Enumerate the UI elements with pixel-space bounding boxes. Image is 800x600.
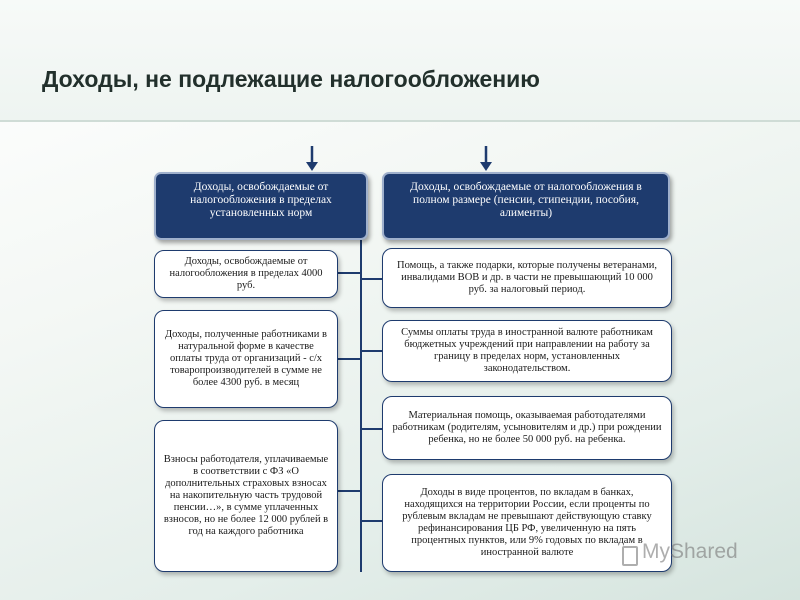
connector-left-3	[338, 490, 360, 492]
right-item-1: Помощь, а также подарки, которые получен…	[382, 248, 672, 308]
left-down-arrow-icon	[306, 146, 318, 171]
right-down-arrow-icon	[480, 146, 492, 171]
watermark: MyShared	[642, 540, 738, 563]
left-header: Доходы, освобождаемые от налогообложения…	[154, 172, 368, 240]
left-item-2: Доходы, полученные работниками в натурал…	[154, 310, 338, 408]
right-item-2: Суммы оплаты труда в иностранной валюте …	[382, 320, 672, 382]
connector-right-3	[362, 428, 382, 430]
watermark-logo-icon	[622, 546, 638, 566]
connector-spine	[360, 240, 362, 572]
connector-right-4	[362, 520, 382, 522]
right-header: Доходы, освобождаемые от налогообложения…	[382, 172, 670, 240]
connector-right-2	[362, 350, 382, 352]
right-item-4: Доходы в виде процентов, по вкладам в ба…	[382, 474, 672, 572]
page-title: Доходы, не подлежащие налогообложению	[42, 66, 540, 92]
connector-left-2	[338, 358, 360, 360]
title-band	[0, 0, 800, 122]
left-item-3: Взносы работодателя, уплачиваемые в соот…	[154, 420, 338, 572]
connector-right-1	[362, 278, 382, 280]
left-item-1: Доходы, освобождаемые от налогообложения…	[154, 250, 338, 298]
right-item-3: Материальная помощь, оказываемая работод…	[382, 396, 672, 460]
connector-left-1	[338, 272, 360, 274]
